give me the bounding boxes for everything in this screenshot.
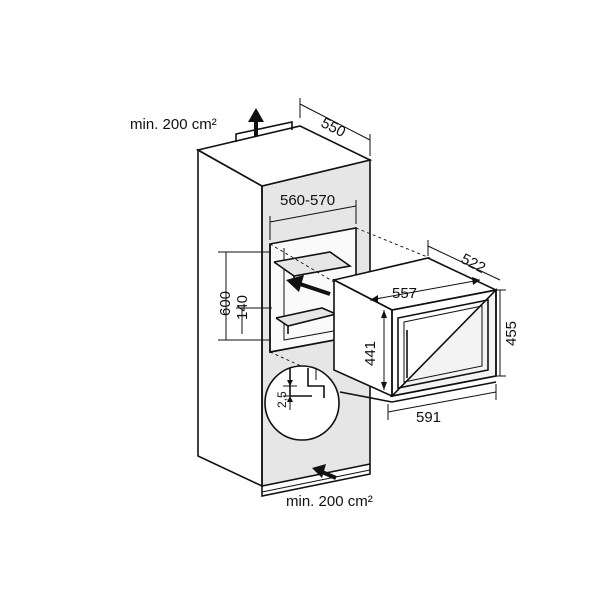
dimension-lines — [218, 98, 506, 420]
shelf-height-label: 140 — [234, 295, 251, 320]
appliance-height-label: 455 — [503, 321, 520, 346]
vent-bottom-label: min. 200 cm² — [286, 493, 373, 510]
niche-height-label: 600 — [217, 291, 234, 316]
arrow-up-icon — [248, 108, 264, 136]
vent-top-label: min. 200 cm² — [130, 116, 217, 133]
appliance-width-label: 591 — [416, 409, 441, 426]
insert-arrow-icon — [286, 275, 331, 296]
appliance-inner-width-label: 557 — [392, 285, 417, 302]
appliance — [331, 257, 499, 403]
arrow-left-icon — [312, 464, 337, 480]
detail-gap-label: 2,5 — [275, 391, 289, 408]
niche-width-label: 560-570 — [280, 192, 335, 209]
appliance-depth-label: 522 — [458, 250, 488, 277]
appliance-inner-height-label: 441 — [362, 341, 379, 366]
detail-callout — [264, 365, 393, 441]
